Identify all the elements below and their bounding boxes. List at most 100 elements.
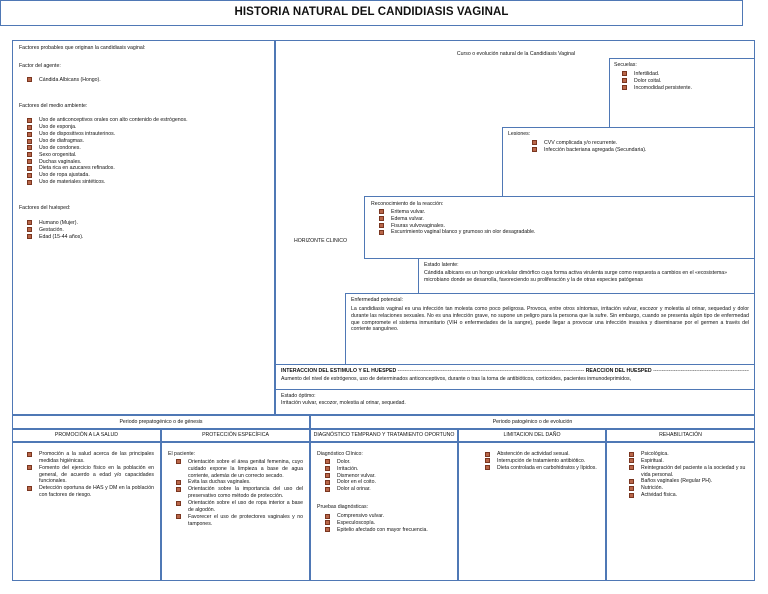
bullet-icon <box>622 71 627 77</box>
bullet-icon <box>379 223 384 229</box>
bullet-icon <box>629 465 634 471</box>
diagnostic-tests-heading: Pruebas diagnósticas: <box>317 504 369 511</box>
protection-intro: El paciente: <box>168 451 196 457</box>
list-item-text: Abstención de actividad sexual. <box>497 451 570 457</box>
column-header-promotion: PROMOCIÓN A LA SALUD <box>12 429 161 442</box>
list-item-text: Infección bacteriana agregada (Secundari… <box>544 146 647 153</box>
list-item-text: Especuloscopía. <box>337 519 376 526</box>
factors-panel: Factores probables que originan la candi… <box>12 40 275 415</box>
list-item-text: Uso de materiales sintéticos. <box>39 179 106 186</box>
bullet-icon <box>325 527 330 533</box>
bullet-icon <box>629 478 634 484</box>
recognition-list: Eritema vulvar.Edema vulvar.Fisuras vulv… <box>371 209 748 236</box>
list-item-text: Humano (Mujer). <box>39 219 78 226</box>
column-damage-limitation: Abstención de actividad sexual.Interrupc… <box>458 442 606 581</box>
bullet-icon <box>325 473 330 479</box>
list-item: Reintegración del paciente a la sociedad… <box>621 465 748 479</box>
bullet-icon <box>379 216 384 222</box>
list-item: Orientación sobre la importancia del uso… <box>168 486 303 500</box>
bullet-icon <box>176 459 181 465</box>
bullet-icon <box>27 465 32 471</box>
bullet-icon <box>325 520 330 526</box>
clinical-diagnosis-heading: Diagnóstico Clínico: <box>317 451 363 457</box>
list-item: Evita las duchas vaginales. <box>168 479 303 486</box>
bullet-icon <box>27 451 32 457</box>
list-item-text: Edema vulvar. <box>391 215 424 222</box>
list-item: Interrupción de tratamiento antibiótico. <box>477 458 599 465</box>
list-item-text: Duchas vaginales. <box>39 158 82 165</box>
bullet-icon <box>532 147 537 153</box>
list-item: Baños vaginales (Regular PH). <box>621 478 748 485</box>
list-item-text: Dolor al orinar. <box>337 486 371 493</box>
list-item-text: Epitelio afectado con mayor frecuencia. <box>337 526 428 533</box>
list-item: Gestación. <box>19 227 268 234</box>
bullet-icon <box>379 229 384 235</box>
bullet-icon <box>622 85 627 91</box>
list-item-text: Irritación. <box>337 465 359 472</box>
sequelae-heading: Secuelas: <box>614 62 637 68</box>
bullet-icon <box>27 234 32 240</box>
optimal-heading: Estado óptimo: <box>281 393 316 399</box>
bullet-icon <box>485 465 490 471</box>
list-item-text: Espiritual. <box>641 457 664 464</box>
sequelae-list: Infertilidad.Dolor coital.Incomodidad pe… <box>614 71 750 92</box>
list-item-text: Uso de dispositivos intrauterinos. <box>39 131 116 138</box>
column-promotion: Promoción a la salud acerca de las princ… <box>12 442 161 581</box>
list-item-text: Uso de diafragmas. <box>39 138 84 145</box>
factors-heading: Factores probables que originan la candi… <box>19 45 146 51</box>
interaction-right-label: REACCIÓN DEL HUÉSPED <box>585 368 652 374</box>
list-item: Fisuras vulvovaginales. <box>371 223 748 230</box>
bullet-icon <box>629 451 634 457</box>
list-item-text: Baños vaginales (Regular PH). <box>641 478 713 485</box>
list-item: Uso de materiales sintéticos. <box>19 179 268 186</box>
list-item-text: Sexo orogenital. <box>39 151 77 158</box>
list-item: Favorecer el uso de protectores vaginale… <box>168 514 303 528</box>
list-item-text: Detección oportuna de HAS y DM en la pob… <box>39 485 154 499</box>
list-item-text: Dieta controlada en carbohidratos y lípi… <box>497 464 597 471</box>
list-item: Irritación. <box>317 466 451 473</box>
agent-heading: Factor del agente: <box>19 62 61 69</box>
bullet-icon <box>27 165 32 171</box>
list-item: Dolor en el coito. <box>317 479 451 486</box>
list-item-text: Interrupción de tratamiento antibiótico. <box>497 457 586 464</box>
list-item-text: Evita las duchas vaginales. <box>188 479 251 486</box>
column-header-diagnosis: DIAGNÓSTICO TEMPRANO Y TRATAMIENTO OPORT… <box>310 429 458 442</box>
list-item-text: Dolor en el coito. <box>337 479 376 486</box>
agent-list: Cándida Albicans (Hongo). <box>19 77 268 84</box>
bullet-icon <box>629 492 634 498</box>
list-item-text: Edad (15-44 años). <box>39 233 84 240</box>
list-item: Dolor coital. <box>614 78 750 85</box>
bullet-icon <box>27 159 32 165</box>
bullet-icon <box>27 172 32 178</box>
optimal-text: Irritación vulvar, escozor, molestia al … <box>281 399 406 406</box>
list-item: Psicológica. <box>621 451 748 458</box>
list-item-text: Incomodidad persistente. <box>634 84 692 91</box>
lesions-list: CVV complicada y/o recurrente.Infección … <box>508 140 749 154</box>
list-item: Duchas vaginales. <box>19 159 268 166</box>
clinical-horizon-label: HORIZONTE CLINICO <box>294 238 348 244</box>
bullet-icon <box>379 209 384 215</box>
bullet-icon <box>27 179 32 185</box>
list-item-text: Dolor. <box>337 458 351 465</box>
list-item: Dismenor vulvar. <box>317 473 451 480</box>
list-item: Eritema vulvar. <box>371 209 748 216</box>
list-item-text: Fomento del ejercicio físico en la pobla… <box>39 464 154 485</box>
list-item: Uso de anticonceptivos orales con alto c… <box>19 117 268 124</box>
sequelae-box: Secuelas: Infertilidad.Dolor coital.Inco… <box>609 58 755 128</box>
list-item: Especuloscopía. <box>317 520 451 527</box>
interaction-box: INTERACCIÓN DEL ESTÍMULO Y EL HUÉSPED --… <box>275 364 755 390</box>
bullet-icon <box>176 479 181 485</box>
list-item-text: Eritema vulvar. <box>391 208 426 215</box>
bullet-icon <box>27 117 32 123</box>
list-item: Epitelio afectado con mayor frecuencia. <box>317 527 451 534</box>
list-item-text: Uso de condones. <box>39 144 81 151</box>
list-item: Fomento del ejercicio físico en la pobla… <box>19 465 154 486</box>
lesions-box: Lesiones: CVV complicada y/o recurrente.… <box>502 127 755 197</box>
list-item-text: Orientación sobre el área genital femeni… <box>188 458 303 479</box>
promotion-list: Promoción a la salud acerca de las princ… <box>19 451 154 499</box>
list-item: Edad (15-44 años). <box>19 234 268 241</box>
list-item: CVV complicada y/o recurrente. <box>524 140 749 147</box>
list-item-text: Psicológica. <box>641 451 669 457</box>
course-heading: Curso o evolución natural de la Candidia… <box>456 51 576 57</box>
list-item-text: Promoción a la salud acerca de las princ… <box>39 451 154 464</box>
